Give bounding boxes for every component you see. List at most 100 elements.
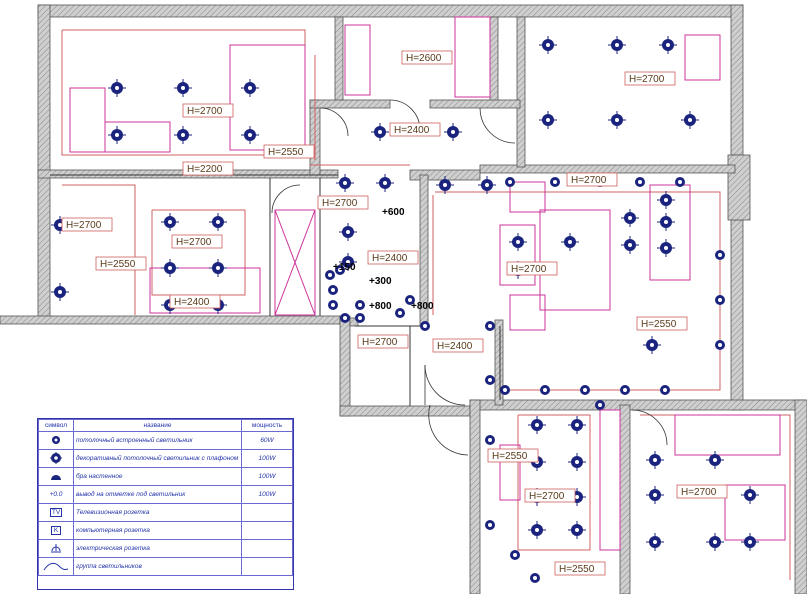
decorative-light-icon — [436, 176, 454, 194]
outlet-marks: +600+150+300+800+800 — [333, 207, 434, 312]
decorative-light-icon — [108, 126, 126, 144]
decorative-light-icon — [509, 233, 527, 251]
decorative-light-icon — [706, 533, 724, 551]
legend-row: TV Телевизионная розетка — [38, 503, 293, 522]
height-label-bed-left-d: H=2400 — [169, 294, 221, 309]
height-label-living: H=2700 — [182, 103, 234, 118]
decorative-light-icon — [646, 451, 664, 469]
svg-text:H=2600: H=2600 — [406, 53, 442, 64]
decorative-light-icon — [659, 36, 677, 54]
recessed-light-icon — [340, 313, 350, 323]
recessed-light-icon — [355, 313, 365, 323]
svg-text:H=2700: H=2700 — [362, 337, 398, 348]
decorative-light-icon — [568, 521, 586, 539]
outlet-height-icon: +0.0 — [38, 485, 74, 504]
svg-text:H=2400: H=2400 — [174, 297, 210, 308]
svg-text:H=2700: H=2700 — [529, 491, 565, 502]
decorative-light-icon — [174, 79, 192, 97]
recessed-light-icon — [355, 300, 365, 310]
legend-row: электрическая розетка — [38, 539, 293, 558]
height-label-bath-mid: H=2700 — [317, 195, 369, 210]
recessed-light-icon — [395, 308, 405, 318]
legend-header-power: мощность — [241, 419, 293, 432]
light-fixtures — [51, 36, 759, 583]
decorative-light-icon — [241, 126, 259, 144]
decorative-light-icon — [241, 79, 259, 97]
legend-row: K компьютерная розетка — [38, 521, 293, 540]
recessed-light-icon — [405, 295, 415, 305]
decorative-light-icon — [174, 126, 192, 144]
recessed-light-icon — [52, 435, 60, 444]
outlet-mark: +800 — [369, 301, 392, 312]
door-swings — [271, 99, 668, 456]
outlet-mark: +800 — [411, 301, 434, 312]
height-label-kitchen-c: H=2550 — [554, 561, 606, 576]
recessed-light-icon — [328, 285, 338, 295]
decorative-light-icon — [568, 453, 586, 471]
decorative-light-icon — [608, 36, 626, 54]
height-label-small-room: H=2700 — [357, 334, 409, 349]
decorative-light-icon — [657, 239, 675, 257]
tv-socket-icon: TV — [49, 508, 63, 517]
svg-text:H=2700: H=2700 — [187, 106, 223, 117]
decorative-light-icon — [339, 223, 357, 241]
decorative-light-icon — [741, 533, 759, 551]
power-socket-icon — [51, 543, 61, 552]
decorative-light-icon — [568, 416, 586, 434]
decorative-light-icon — [209, 259, 227, 277]
height-label-salon-top: H=2700 — [566, 172, 618, 187]
svg-text:H=2700: H=2700 — [629, 74, 665, 85]
decorative-light-icon — [376, 174, 394, 192]
recessed-light-icon — [485, 435, 495, 445]
decorative-light-icon — [339, 253, 357, 271]
recessed-light-icon — [510, 550, 520, 560]
decorative-light-icon — [646, 533, 664, 551]
recessed-light-icon — [505, 177, 515, 187]
height-label-kitchen-a: H=2550 — [487, 448, 539, 463]
recessed-light-icon — [660, 385, 670, 395]
decorative-light-icon — [528, 416, 546, 434]
height-label-bedroom-se: H=2700 — [676, 484, 728, 499]
decorative-light-icon — [161, 213, 179, 231]
recessed-light-icon — [420, 321, 430, 331]
recessed-light-icon — [595, 400, 605, 410]
height-label-bath-top: H=2600 — [401, 50, 453, 65]
height-label-hall-mid: H=2400 — [389, 122, 441, 137]
recessed-light-icon — [328, 300, 338, 310]
height-label-bed-left-c: H=2550 — [95, 256, 147, 271]
recessed-light-icon — [485, 375, 495, 385]
legend-row: потолочный встроенный светильник 60W — [38, 431, 293, 450]
recessed-light-icon — [715, 250, 725, 260]
decorative-light-icon — [51, 283, 69, 301]
legend-header-symbol: символ — [38, 419, 74, 432]
decorative-light-icon — [681, 111, 699, 129]
svg-text:H=2700: H=2700 — [681, 487, 717, 498]
height-label-bath-mid-b: H=2400 — [367, 250, 419, 265]
decorative-light-icon — [478, 176, 496, 194]
height-label-bedroom-ne: H=2700 — [624, 71, 676, 86]
recessed-light-icon — [635, 177, 645, 187]
decorative-light-icon — [608, 111, 626, 129]
height-label-kitchen-b: H=2700 — [524, 488, 576, 503]
decorative-light-icon — [643, 336, 661, 354]
decorative-light-icon — [621, 209, 639, 227]
svg-text:H=2700: H=2700 — [571, 175, 607, 186]
recessed-light-icon — [485, 321, 495, 331]
decorative-light-icon — [50, 451, 62, 464]
svg-text:H=2550: H=2550 — [100, 259, 136, 270]
svg-text:H=2400: H=2400 — [394, 125, 430, 136]
recessed-light-icon — [620, 385, 630, 395]
height-label-bed-left-b: H=2700 — [171, 234, 223, 249]
recessed-light-icon — [530, 573, 540, 583]
legend-header-name: название — [73, 419, 242, 432]
decorative-light-icon — [706, 451, 724, 469]
outlet-mark: +300 — [369, 276, 392, 287]
svg-text:H=2550: H=2550 — [559, 564, 595, 575]
svg-text:H=2700: H=2700 — [176, 237, 212, 248]
svg-text:H=2400: H=2400 — [372, 253, 408, 264]
decorative-light-icon — [371, 123, 389, 141]
recessed-light-icon — [550, 177, 560, 187]
decorative-light-icon — [561, 233, 579, 251]
height-label-hall-top: H=2200 — [182, 161, 234, 176]
